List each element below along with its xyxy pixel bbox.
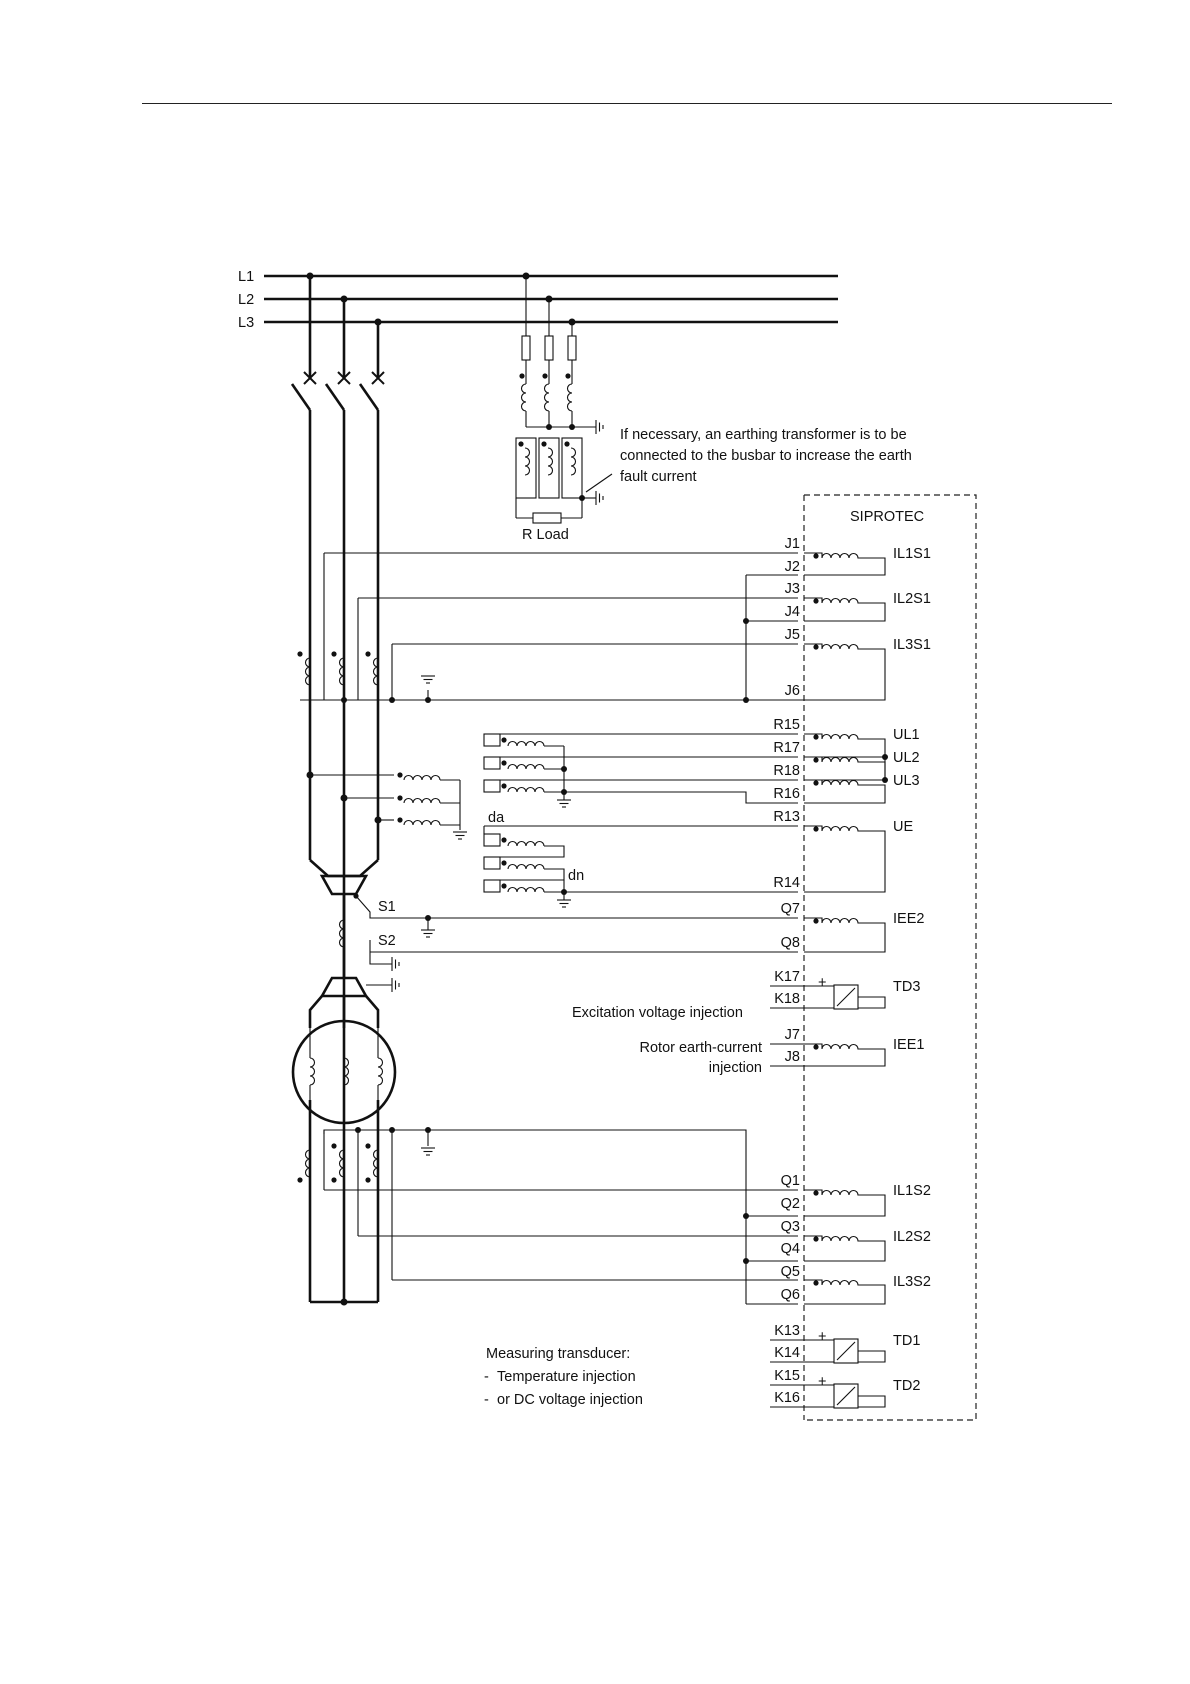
terminal-r17: R17 (773, 740, 800, 756)
generator-conductors (306, 410, 382, 1306)
coil-iee1 (804, 1043, 886, 1067)
terminal-k15: K15 (774, 1368, 800, 1384)
terminal-q3: Q3 (781, 1219, 800, 1235)
excitation-note: Excitation voltage injection (572, 1005, 743, 1021)
input-ul2: UL2 (893, 750, 920, 766)
siprotec-label: SIPROTEC (850, 509, 924, 525)
input-ue: UE (893, 819, 913, 835)
coil-il3s2 (804, 1279, 886, 1305)
phase-label-l1: L1 (238, 269, 254, 285)
terminal-r15: R15 (773, 717, 800, 733)
terminal-q7: Q7 (781, 901, 800, 917)
terminal-q2: Q2 (781, 1196, 800, 1212)
terminal-k16: K16 (774, 1390, 800, 1406)
input-labels: IL1S1 IL2S1 IL3S1 UL1 UL2 UL3 UE IEE2 TD… (818, 546, 931, 1394)
terminal-j3: J3 (785, 581, 800, 597)
ct-side2 (297, 1100, 798, 1305)
siprotec-device: SIPROTEC (803, 494, 977, 1421)
terminal-j1: J1 (785, 536, 800, 552)
phase-label-l2: L2 (238, 292, 254, 308)
input-td2: TD2 (893, 1378, 920, 1394)
terminal-q6: Q6 (781, 1287, 800, 1303)
vt-taps (310, 772, 468, 840)
terminal-q4: Q4 (781, 1241, 800, 1257)
coil-il1s2 (804, 1189, 886, 1217)
aux-leads: Excitation voltage injection Rotor earth… (484, 985, 804, 1408)
td3-plus: + (818, 975, 826, 991)
transducer-td2 (804, 1383, 886, 1409)
terminal-r18: R18 (773, 763, 800, 779)
input-td3: TD3 (893, 979, 920, 995)
terminal-q5: Q5 (781, 1264, 800, 1280)
input-il1s1: IL1S1 (893, 546, 931, 562)
input-il2s1: IL2S1 (893, 591, 931, 607)
terminal-q8: Q8 (781, 935, 800, 951)
transducer-title: Measuring transducer: (486, 1346, 630, 1362)
terminal-k13: K13 (774, 1323, 800, 1339)
terminal-j8: J8 (785, 1049, 800, 1065)
terminal-labels: J1 J2 J3 J4 J5 J6 R15 R17 R18 R16 R13 R1… (773, 536, 800, 1406)
terminal-j7: J7 (785, 1027, 800, 1043)
terminal-q1: Q1 (781, 1173, 800, 1189)
coil-iee2 (804, 917, 886, 953)
rotor-note-line2: injection (709, 1060, 762, 1076)
coil-il3s1 (804, 643, 886, 701)
coil-ul2 (804, 756, 886, 781)
coil-il1s1 (804, 552, 886, 576)
terminal-j4: J4 (785, 604, 800, 620)
coil-il2s1 (804, 597, 886, 622)
earthing-note-line3: fault current (620, 469, 697, 485)
dn-label: dn (568, 868, 584, 884)
terminal-r13: R13 (773, 809, 800, 825)
input-iee2: IEE2 (893, 911, 924, 927)
transducer-dash-1: - (484, 1369, 489, 1385)
terminal-j6: J6 (785, 683, 800, 699)
busbars: L1 L2 L3 (238, 269, 838, 331)
terminal-j2: J2 (785, 559, 800, 575)
terminal-r16: R16 (773, 786, 800, 802)
terminal-k17: K17 (774, 969, 800, 985)
terminal-k18: K18 (774, 991, 800, 1007)
siprotec-inputs (804, 552, 886, 1409)
input-il3s1: IL3S1 (893, 637, 931, 653)
td1-plus: + (818, 1329, 826, 1345)
input-iee1: IEE1 (893, 1037, 924, 1053)
da-label: da (488, 810, 505, 826)
neutral-ct: S1 S2 (338, 893, 798, 993)
transducer-option-2: or DC voltage injection (497, 1392, 643, 1408)
transducer-option-1: Temperature injection (497, 1369, 636, 1385)
circuit-breaker (290, 276, 385, 411)
generator-machine (291, 1019, 397, 1125)
input-il3s2: IL3S2 (893, 1274, 931, 1290)
transducer-td1 (804, 1338, 886, 1364)
input-td1: TD1 (893, 1333, 920, 1349)
phase-label-l3: L3 (238, 315, 254, 331)
s1-label: S1 (378, 899, 396, 915)
td2-plus: + (818, 1374, 826, 1390)
input-ul1: UL1 (893, 727, 920, 743)
coil-ue (804, 825, 886, 893)
ct-side1 (297, 552, 885, 703)
input-il1s2: IL1S2 (893, 1183, 931, 1199)
rotor-note-line1: Rotor earth-current (640, 1040, 763, 1056)
input-il2s2: IL2S2 (893, 1229, 931, 1245)
earthing-transformer: R Load If necessary, an earthing transfo… (515, 276, 912, 543)
coil-ul1 (804, 733, 886, 758)
coil-ul3 (804, 779, 886, 804)
header-rule (142, 103, 1112, 104)
coil-il2s2 (804, 1235, 886, 1262)
terminal-r14: R14 (773, 875, 800, 891)
input-ul3: UL3 (893, 773, 920, 789)
vt-secondary: da dn (483, 733, 888, 908)
earthing-note-line2: connected to the busbar to increase the … (620, 448, 912, 464)
earthing-note-line1: If necessary, an earthing transformer is… (620, 427, 907, 443)
terminal-k14: K14 (774, 1345, 800, 1361)
transducer-dash-2: - (484, 1392, 489, 1408)
r-load-label: R Load (522, 527, 569, 543)
terminal-j5: J5 (785, 627, 800, 643)
s2-label: S2 (378, 933, 396, 949)
transducer-td3 (804, 984, 886, 1010)
